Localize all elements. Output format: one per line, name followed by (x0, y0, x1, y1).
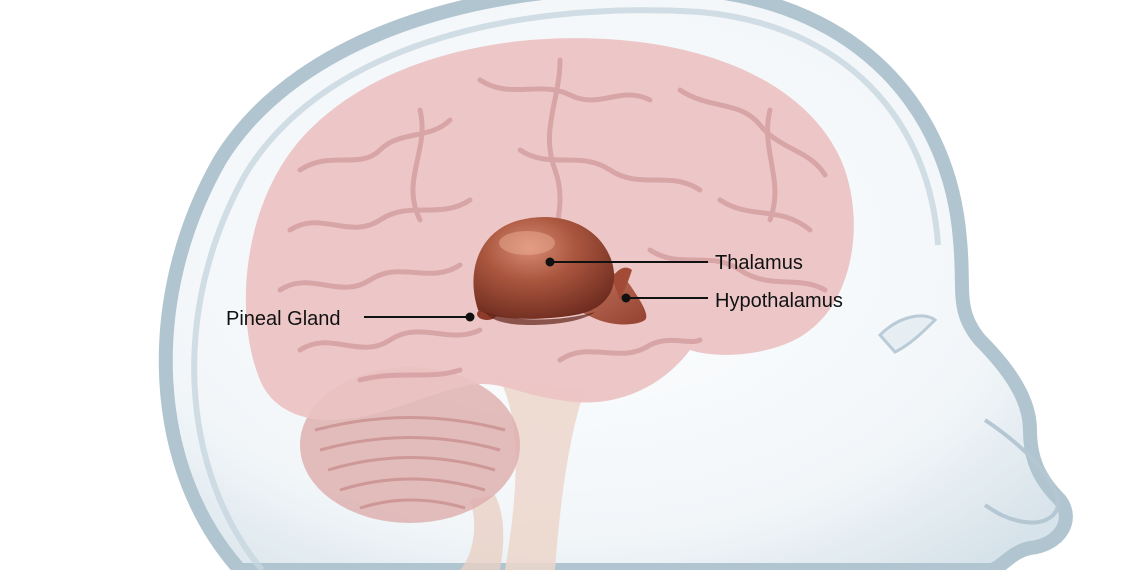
thalamus (473, 216, 615, 325)
pineal-gland-label: Pineal Gland (226, 308, 341, 330)
thalamus-label: Thalamus (715, 252, 803, 274)
hypothalamus-leader-dot (621, 293, 631, 303)
pineal-gland-leader-dot (465, 312, 475, 322)
brainstem (460, 380, 585, 570)
leader-lines (364, 257, 708, 322)
hypothalamus-label: Hypothalamus (715, 290, 843, 312)
thalamus-leader-dot (545, 257, 555, 267)
